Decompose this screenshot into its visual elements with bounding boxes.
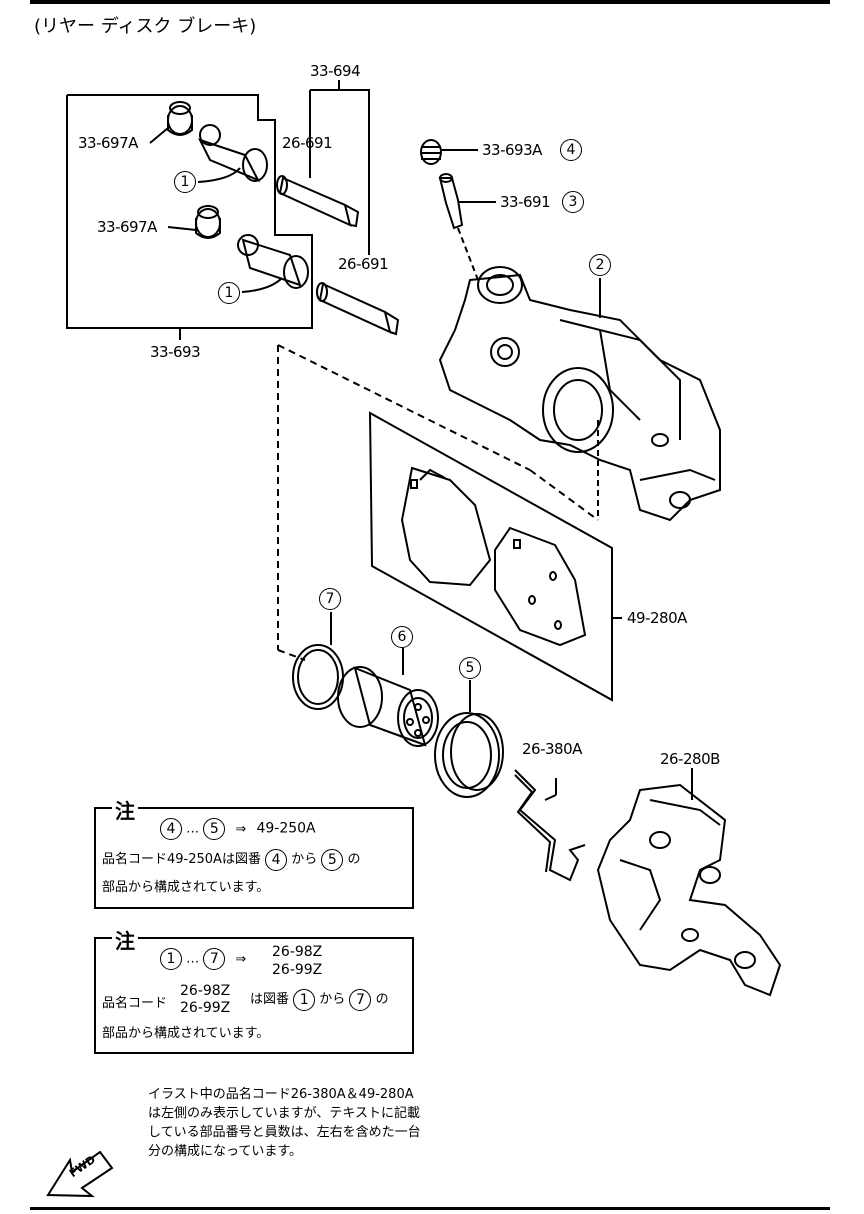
label-33-691: 33-691 xyxy=(500,193,551,211)
callout-5: 5 xyxy=(459,657,481,679)
note-2-line2-pre: 品名コード xyxy=(102,996,168,1011)
label-26-380A: 26-380A xyxy=(522,740,582,758)
note-1-code: 49-250A xyxy=(256,820,316,837)
bottom-note-line: している部品番号と員数は、左右を含めた一台 xyxy=(148,1125,421,1140)
note-2-line1: 1 … 7 ⇒ xyxy=(160,948,252,970)
note-2-line3: 部品から構成されています。 xyxy=(102,1026,270,1041)
fwd-arrow-icon xyxy=(46,1150,114,1198)
note-2-line2-no: の xyxy=(375,992,389,1007)
sleeve-upper xyxy=(198,124,268,182)
callout-3: 3 xyxy=(562,191,584,213)
piston-seal xyxy=(292,644,344,710)
bleeder-screw xyxy=(438,173,464,230)
bleeder-cap xyxy=(420,139,442,165)
callout-6: 6 xyxy=(391,626,413,648)
note-1-dots: … xyxy=(186,821,200,837)
label-33-697A-lower: 33-697A xyxy=(97,218,157,236)
note-1-line2-to: 5 xyxy=(321,848,344,871)
note-1-to: 5 xyxy=(203,818,226,840)
caliper-mounting-bracket xyxy=(596,783,782,997)
note-box-1 xyxy=(94,807,414,909)
label-33-693A: 33-693A xyxy=(482,141,542,159)
note-1-line2-kara: から xyxy=(291,852,318,867)
diagram-title: (リヤー ディスク ブレーキ) xyxy=(34,16,257,37)
bottom-note-line: イラスト中の品名コード26-380A＆49-280A xyxy=(148,1087,414,1102)
note-2-code2: 26-99Z xyxy=(272,962,323,978)
pad-set-box xyxy=(368,411,613,702)
callout-1-lower: 1 xyxy=(218,282,240,304)
label-49-280A: 49-280A xyxy=(627,609,687,627)
note-1-line2-no: の xyxy=(347,852,361,867)
note-2-heading: 注 xyxy=(112,925,138,954)
label-33-694: 33-694 xyxy=(310,62,361,80)
label-33-693: 33-693 xyxy=(150,343,201,361)
callout-2: 2 xyxy=(589,254,611,276)
bottom-note-line: 分の構成になっています。 xyxy=(148,1144,303,1159)
note-1-line2-from: 4 xyxy=(265,848,288,871)
callout-1-upper: 1 xyxy=(174,171,196,193)
note-1-line1: 4 … 5 ⇒ 49-250A xyxy=(160,818,316,840)
note-1-from: 4 xyxy=(160,818,182,840)
label-26-691-upper: 26-691 xyxy=(282,134,333,152)
sleeve-lower xyxy=(237,234,309,289)
kit-box-outline xyxy=(66,94,313,329)
note-2-line2-code2: 26-99Z xyxy=(180,1000,231,1016)
bottom-border xyxy=(30,1207,830,1210)
dust-boot xyxy=(434,712,504,798)
note-2-line2-to: 7 xyxy=(349,988,372,1011)
note-1-line3: 部品から構成されています。 xyxy=(102,880,270,895)
note-1-line2: 品名コード49-250Aは図番 4 から 5 の xyxy=(102,848,361,871)
callout-4: 4 xyxy=(560,139,582,161)
note-2-from: 1 xyxy=(160,948,182,970)
note-1-line2-text: 品名コード49-250Aは図番 xyxy=(102,852,261,867)
note-2-line2-from: 1 xyxy=(293,988,316,1011)
note-1-arrow: ⇒ xyxy=(235,821,247,837)
label-26-280B: 26-280B xyxy=(660,750,720,768)
note-2-line2-rest: は図番 1 から 7 の xyxy=(250,988,389,1011)
brake-pad-inner xyxy=(400,466,492,587)
label-26-691-lower: 26-691 xyxy=(338,255,389,273)
note-2-to: 7 xyxy=(203,948,226,970)
guide-pin-lower xyxy=(316,282,400,336)
piston xyxy=(337,666,439,747)
note-2-arrow: ⇒ xyxy=(235,951,247,967)
label-33-697A-upper: 33-697A xyxy=(78,134,138,152)
top-border xyxy=(30,0,830,4)
note-2-code1: 26-98Z xyxy=(272,944,323,960)
brake-pad-outer xyxy=(494,526,587,647)
bottom-note-line: は左側のみ表示していますが、テキストに記載 xyxy=(148,1106,420,1121)
caliper-body xyxy=(438,266,721,522)
boot-upper xyxy=(167,101,193,136)
note-1-heading: 注 xyxy=(112,795,138,824)
bottom-note: イラスト中の品名コード26-380A＆49-280A は左側のみ表示していますが… xyxy=(148,1085,421,1161)
callout-7: 7 xyxy=(319,588,341,610)
note-2-line2-kara: から xyxy=(319,992,346,1007)
boot-lower xyxy=(195,205,221,239)
guide-pin-upper xyxy=(276,175,360,228)
note-2-line2-code1: 26-98Z xyxy=(180,983,231,999)
note-2-line2-zuban: は図番 xyxy=(250,992,290,1007)
pad-spring-clip xyxy=(514,769,586,882)
note-2-dots: … xyxy=(186,951,200,967)
